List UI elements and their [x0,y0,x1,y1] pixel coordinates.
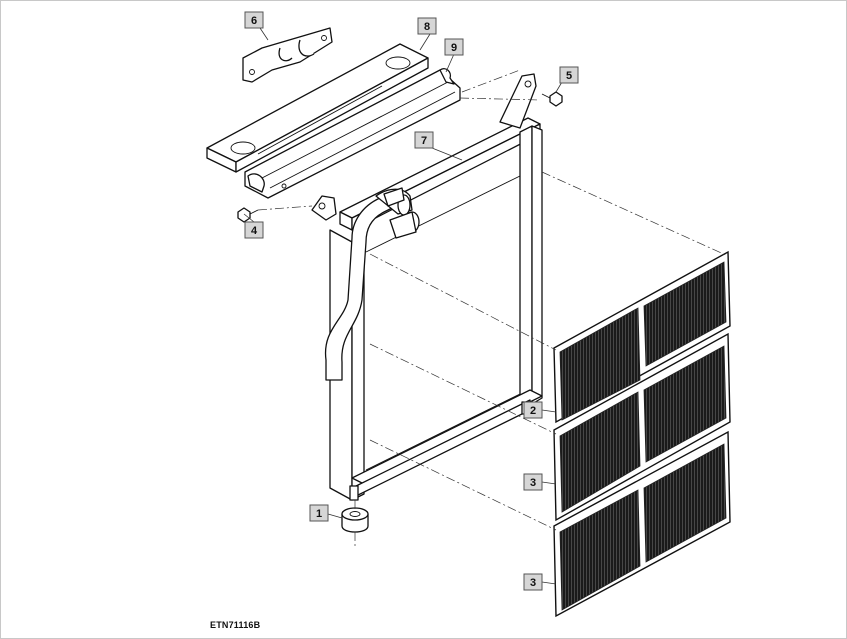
screen-part-3-lower [553,430,731,618]
callout-3-upper: 3 [523,473,543,491]
svg-text:2: 2 [530,405,536,417]
callout-8: 8 [417,17,437,35]
rubber-isolator-part-1 [341,507,369,533]
callout-6: 6 [244,11,264,29]
top-seal-block-part-8 [206,43,429,173]
svg-text:3: 3 [530,477,536,489]
callout-7: 7 [414,131,434,149]
bolt-part-4 [237,207,259,223]
svg-text:4: 4 [251,225,258,237]
figure-id-label: ETN71116B [210,620,261,630]
screen-part-2 [553,250,731,424]
callout-5: 5 [559,66,579,84]
svg-text:3: 3 [530,577,536,589]
bolt-part-5 [541,91,563,107]
svg-text:5: 5 [566,70,572,82]
bracket-plate-part-6 [242,27,333,83]
channel-seal-part-9 [244,68,461,199]
cooler-core-part-7 [311,73,543,501]
svg-text:7: 7 [421,135,427,147]
callout-leaders [243,27,563,585]
svg-text:8: 8 [424,21,430,33]
svg-text:1: 1 [316,508,322,520]
callout-9: 9 [444,38,464,56]
svg-text:6: 6 [251,15,257,27]
svg-text:9: 9 [451,42,457,54]
screen-part-3-upper [553,332,731,522]
callout-2: 2 [523,401,543,419]
assembly-guide-lines [257,69,729,546]
callout-3-lower: 3 [523,573,543,591]
callout-1: 1 [309,504,329,522]
callout-4: 4 [244,221,264,239]
